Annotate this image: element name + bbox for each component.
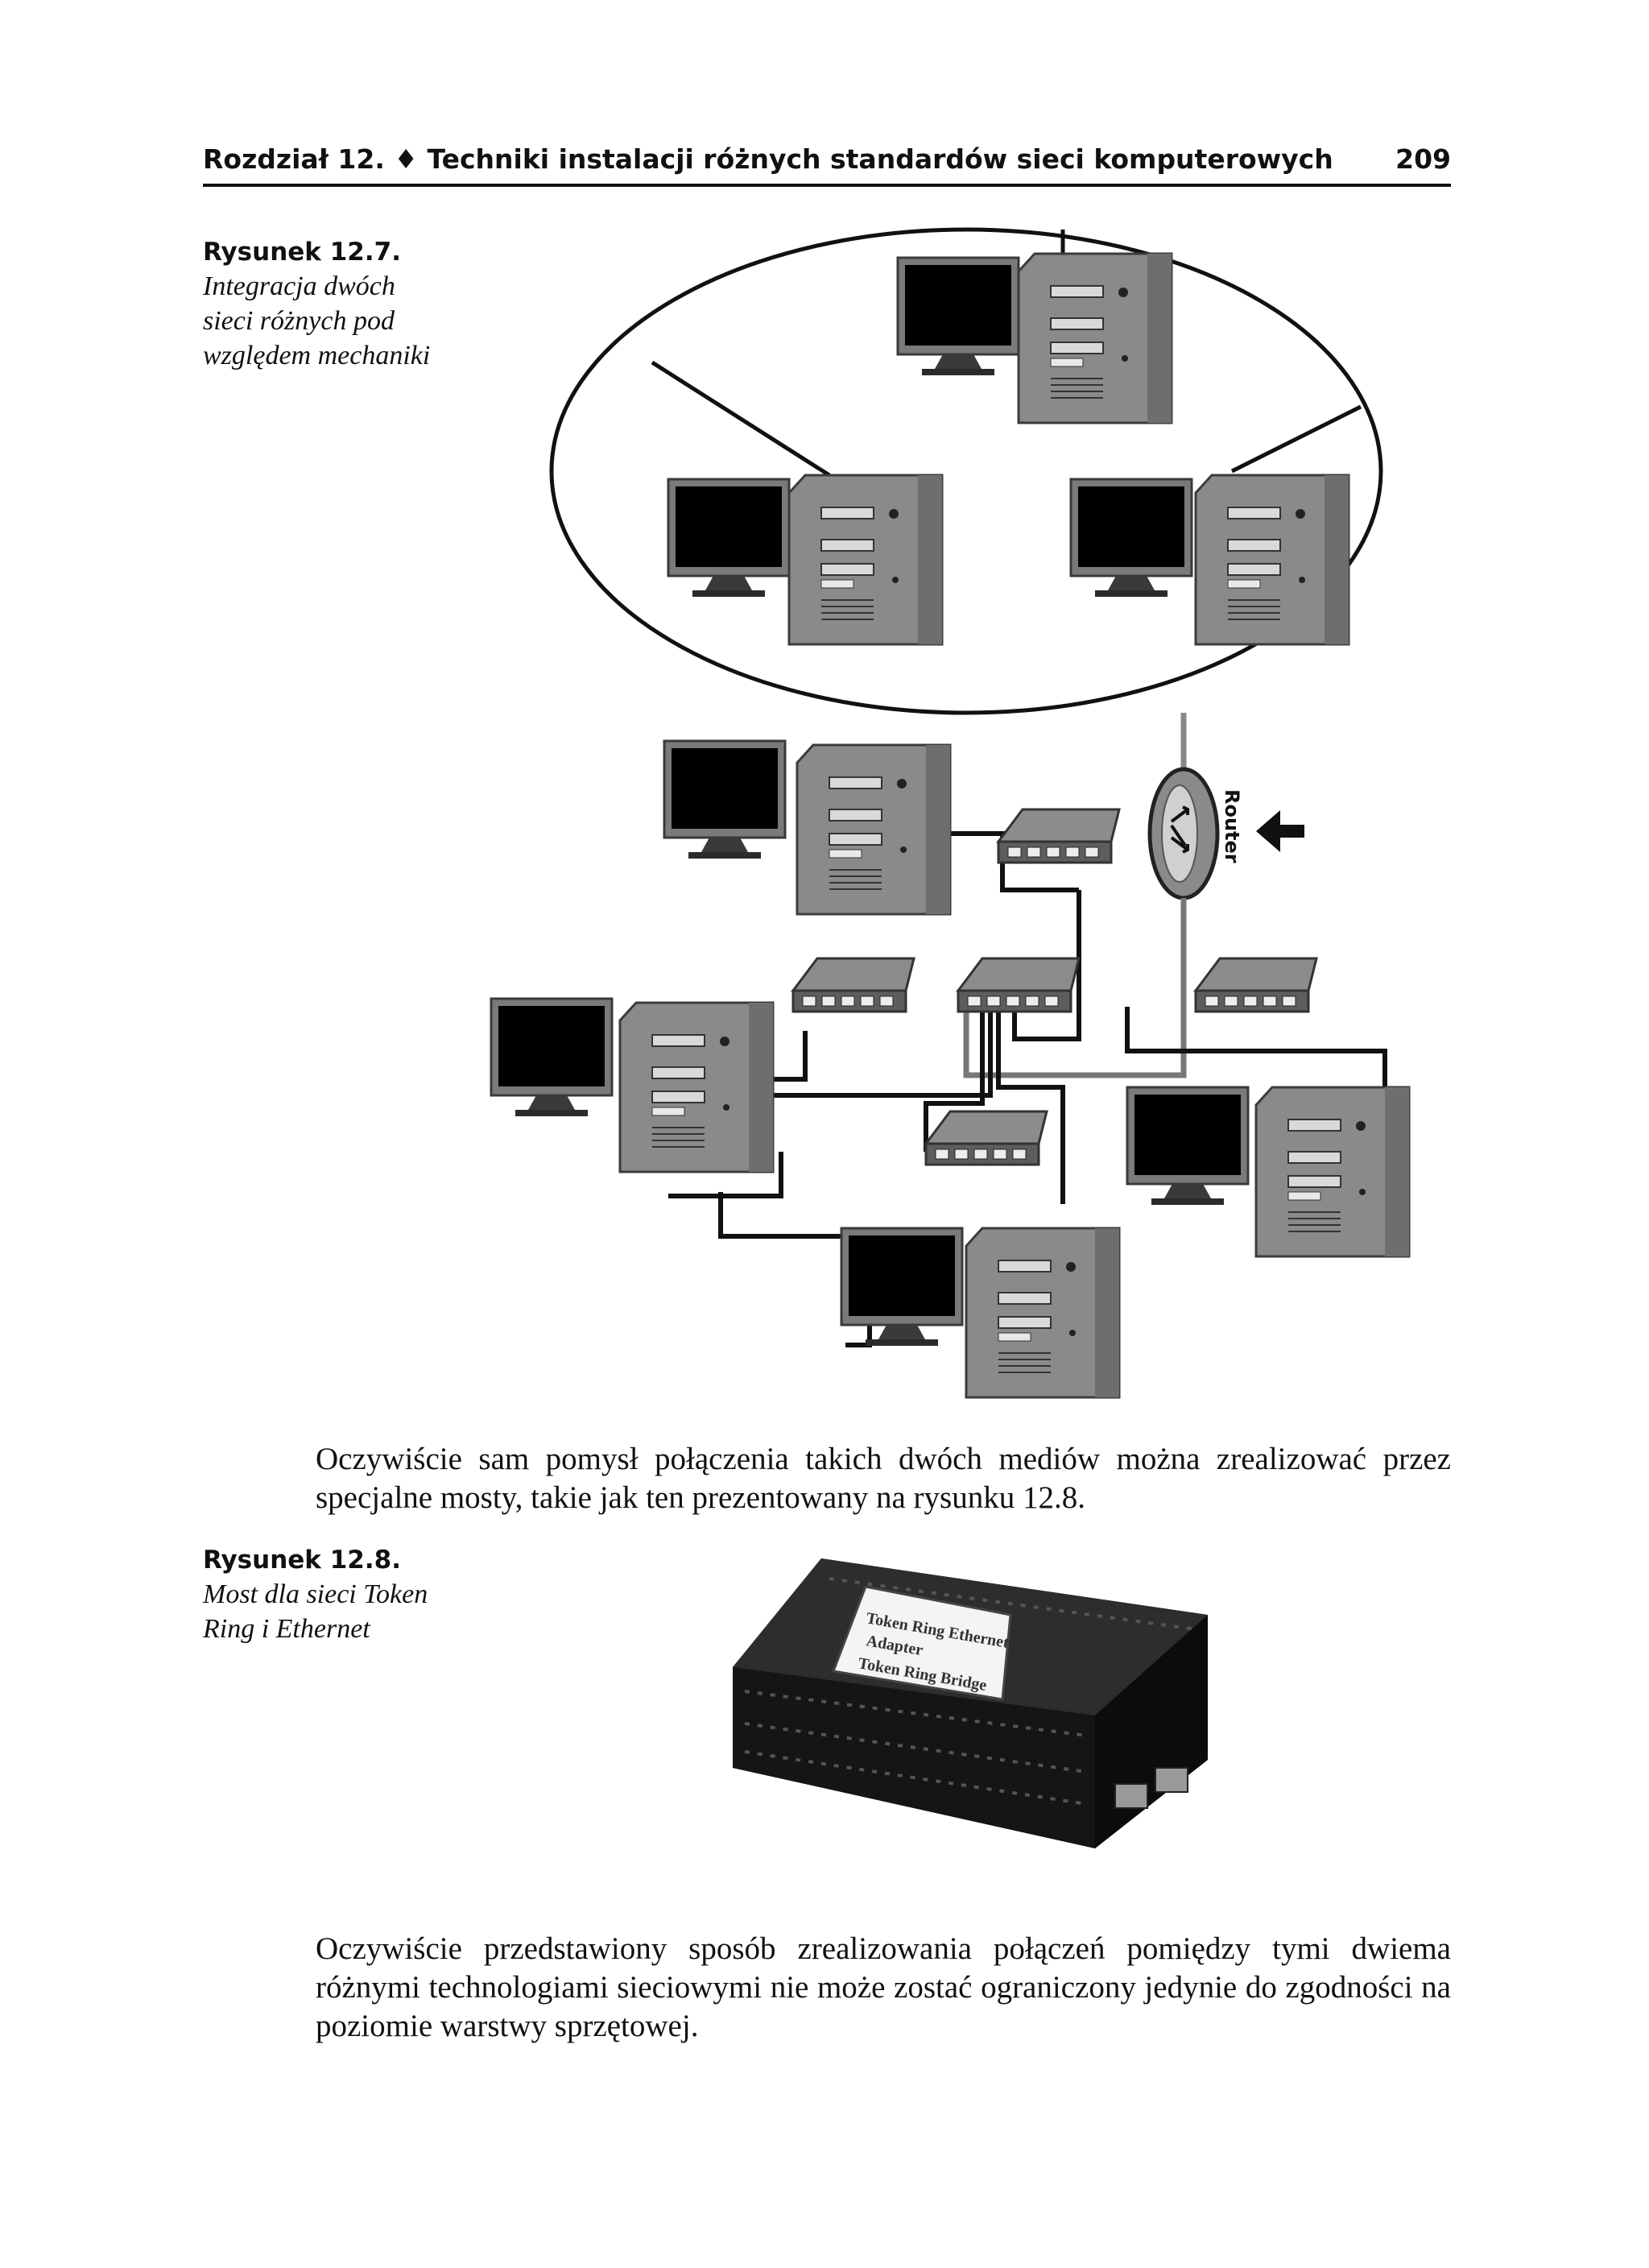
monitor-icon <box>1126 1086 1250 1206</box>
monitor-icon <box>667 478 791 598</box>
hub-icon <box>997 808 1121 864</box>
monitor-icon <box>490 997 614 1118</box>
hub-icon <box>791 957 915 1013</box>
figure-label: Rysunek 12.7. <box>203 238 401 267</box>
body-paragraph: Oczywiście sam pomysł połączenia takich … <box>316 1442 1451 1515</box>
header-title: Rozdział 12. ♦ Techniki instalacji różny… <box>203 143 1333 175</box>
ethernet-port-icon <box>1114 1767 1188 1809</box>
token-ring-bridge-photo: Token Ring Ethernet Adapter Token Ring B… <box>733 1558 1208 1848</box>
body-paragraph: Oczywiście przedstawiony sposób zrealizo… <box>316 1931 1451 2043</box>
backbone-cable <box>963 898 1187 1078</box>
hub-icon <box>1194 957 1318 1013</box>
monitor-icon <box>896 256 1020 377</box>
computer-tower-icon <box>1254 1086 1411 1258</box>
ring-link <box>651 360 831 478</box>
hub-icon <box>924 1110 1048 1166</box>
figure-caption-text: Integracja dwóch sieci różnych pod wzglę… <box>203 271 431 370</box>
computer-tower-icon <box>787 474 944 646</box>
monitor-icon <box>840 1227 964 1347</box>
computer-tower-icon <box>1017 252 1173 424</box>
router-icon <box>1147 713 1220 900</box>
figure-label: Rysunek 12.8. <box>203 1546 401 1575</box>
running-header: Rozdział 12. ♦ Techniki instalacji różny… <box>203 142 1451 187</box>
figure-caption-12-8: Rysunek 12.8. Most dla sieci Token Ring … <box>203 1543 469 1646</box>
ring-link <box>1230 404 1362 474</box>
page-number: 209 <box>1395 143 1451 175</box>
hub-icon <box>957 957 1081 1013</box>
computer-tower-icon <box>965 1227 1121 1399</box>
arrow-icon <box>1256 810 1304 852</box>
figure-caption-text: Most dla sieci Token Ring i Ethernet <box>203 1579 428 1644</box>
router-label: Router <box>1221 789 1243 863</box>
network-diagram: Router <box>490 227 1411 1399</box>
monitor-icon <box>1069 478 1193 598</box>
computer-tower-icon <box>796 743 952 916</box>
monitor-icon <box>663 739 787 860</box>
computer-tower-icon <box>618 1001 775 1173</box>
figure-caption-12-7: Rysunek 12.7. Integracja dwóch sieci róż… <box>203 235 469 373</box>
computer-tower-icon <box>1194 474 1350 646</box>
ring-network-ellipse <box>549 227 1383 715</box>
